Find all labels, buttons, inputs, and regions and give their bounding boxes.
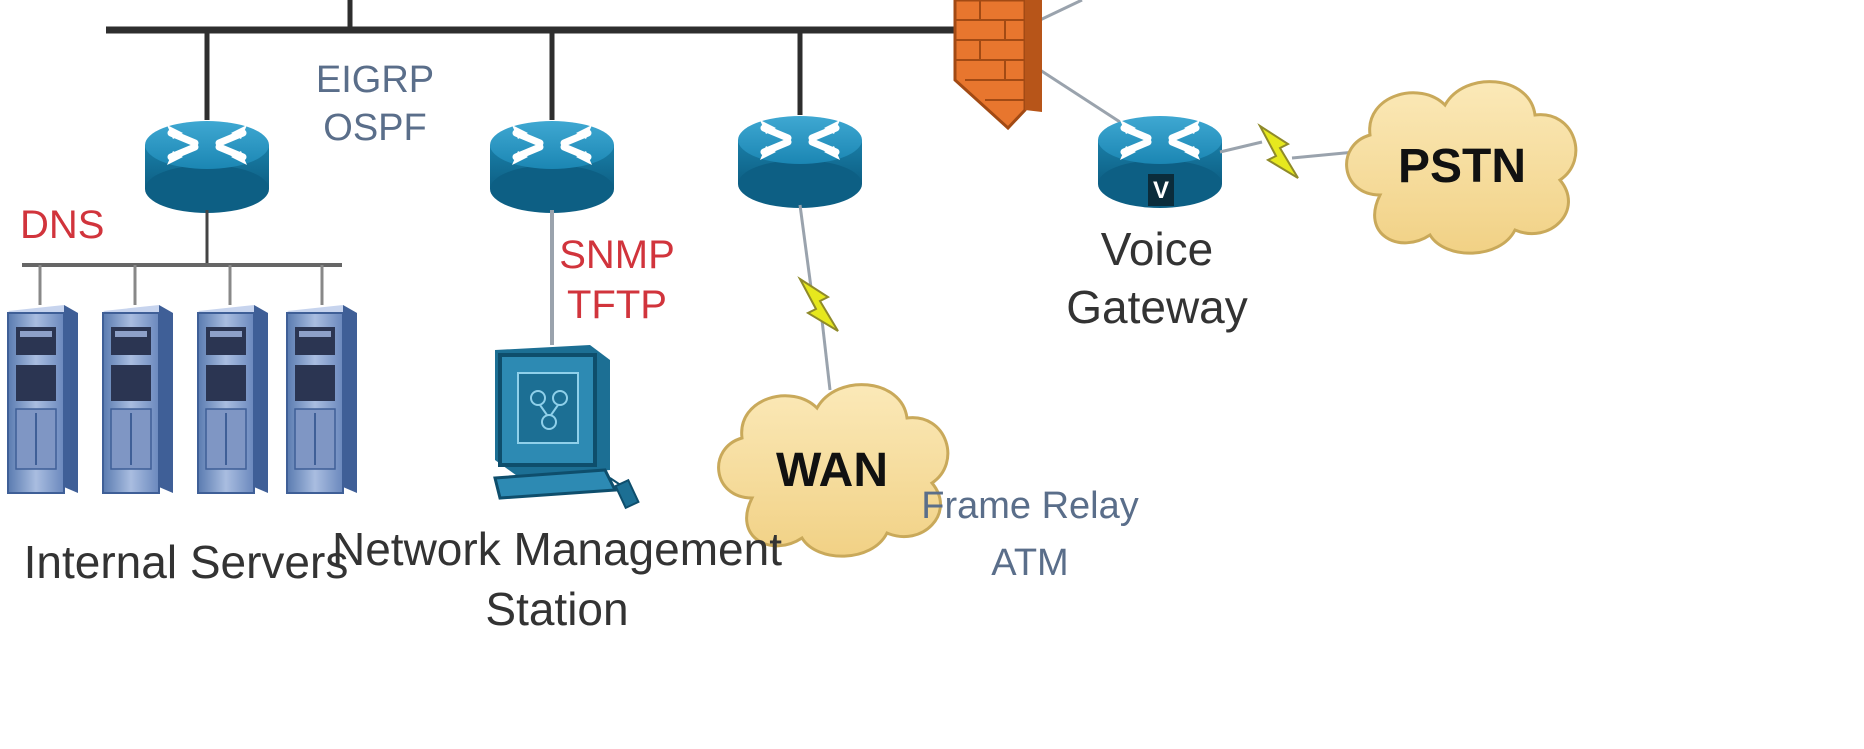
nms-caption-line2: Station xyxy=(485,583,628,635)
routing-protocol-label-2: OSPF xyxy=(323,107,426,149)
firewall-link-up xyxy=(1039,0,1083,22)
router-icon xyxy=(145,121,269,213)
wan-protocol-label-1: Frame Relay xyxy=(921,485,1139,527)
voice-caption-line1: Voice xyxy=(1101,223,1214,275)
voice-gateway-icon: V xyxy=(1098,116,1222,208)
server-icon xyxy=(102,304,174,494)
wan-protocol-label-2: ATM xyxy=(991,542,1068,584)
servers-caption: Internal Servers xyxy=(24,536,349,588)
serial-link-icon xyxy=(1259,125,1299,179)
serial-link-icon xyxy=(799,278,839,332)
pstn-link-left xyxy=(1219,140,1263,154)
server-icon xyxy=(286,304,358,494)
firewall-link-voice xyxy=(1039,68,1121,124)
voice-caption-line2: Gateway xyxy=(1066,281,1248,333)
wan-link-lower xyxy=(820,319,832,391)
wan-cloud-label: WAN xyxy=(776,444,888,497)
workstation-icon xyxy=(493,345,640,510)
pstn-link-right xyxy=(1291,150,1356,160)
router-icon xyxy=(738,116,862,208)
firewall-icon xyxy=(953,0,1042,131)
dns-label: DNS xyxy=(20,203,104,247)
mgmt-protocol-label-1: SNMP xyxy=(559,233,675,277)
wan-link-upper xyxy=(798,204,814,296)
server-icon xyxy=(7,304,79,494)
routing-protocol-label-1: EIGRP xyxy=(316,59,434,101)
nms-caption-line1: Network Management xyxy=(332,523,782,575)
router-icon xyxy=(490,121,614,213)
server-icon xyxy=(197,304,269,494)
voice-badge: V xyxy=(1153,177,1169,204)
pstn-cloud-label: PSTN xyxy=(1398,140,1526,193)
mgmt-protocol-label-2: TFTP xyxy=(567,283,667,327)
